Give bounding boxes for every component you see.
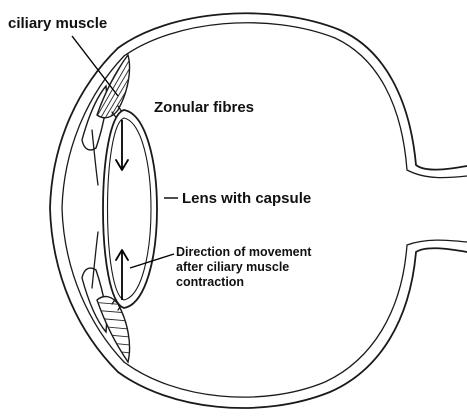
direction-label-line-3: contraction	[176, 275, 311, 290]
lens-with-capsule-label: Lens with capsule	[182, 190, 311, 207]
ciliary-leader-line	[72, 36, 118, 96]
direction-label-line-1: Direction of movement	[176, 245, 311, 260]
direction-of-movement-label: Direction of movement after ciliary musc…	[176, 245, 311, 290]
sclera-outer	[118, 13, 467, 169]
lens-outer	[103, 110, 157, 308]
zonular-fibres-label: Zonular fibres	[154, 99, 254, 116]
direction-label-line-2: after ciliary muscle	[176, 260, 311, 275]
ciliary-muscle-label: ciliary muscle	[8, 15, 107, 32]
